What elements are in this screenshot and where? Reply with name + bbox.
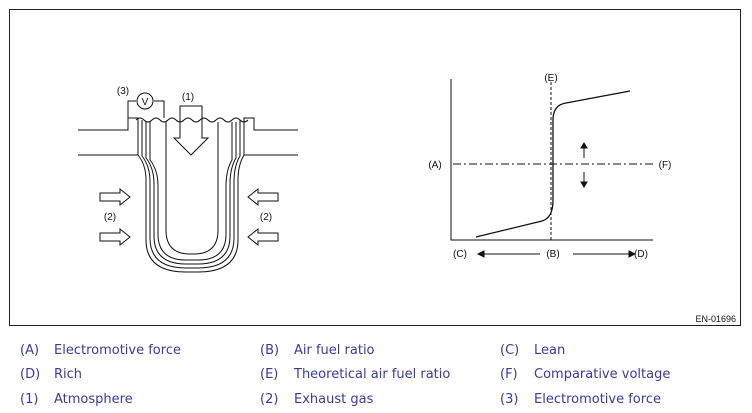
- legend-table: (A) Electromotive force (B) Air fuel rat…: [20, 338, 740, 412]
- legend-text: Electromotive force: [54, 342, 181, 358]
- legend-code: (3): [500, 391, 519, 407]
- callout-1: (1): [182, 92, 194, 103]
- legend-row: (D) Rich (E) Theoretical air fuel ratio …: [20, 363, 740, 388]
- y-axis: [450, 79, 653, 241]
- diagram-frame: V (3) (1) (2) (2) (E) (A) (F): [9, 9, 741, 326]
- label-A: (A): [428, 160, 441, 171]
- legend-code: (B): [260, 342, 280, 358]
- legend-text: Theoretical air fuel ratio: [294, 367, 451, 383]
- diagram-canvas: V (3) (1) (2) (2) (E) (A) (F): [78, 73, 672, 273]
- callout-3: (3): [117, 86, 129, 97]
- legend-text: Electromotive force: [534, 391, 661, 407]
- legend-item: (B) Air fuel ratio: [260, 343, 500, 358]
- legend-row: (A) Electromotive force (B) Air fuel rat…: [20, 338, 740, 363]
- label-B: (B): [546, 249, 559, 260]
- voltmeter-symbol: V: [142, 97, 149, 108]
- legend-item: (E) Theoretical air fuel ratio: [260, 367, 500, 382]
- legend-text: Atmosphere: [54, 391, 133, 407]
- legend-text: Comparative voltage: [534, 367, 671, 383]
- label-E: (E): [544, 73, 557, 84]
- legend-item: (3) Electromotive force: [500, 392, 740, 407]
- legend-text: Air fuel ratio: [294, 342, 375, 358]
- callout-2-right: (2): [260, 212, 272, 223]
- output-characteristic-graph: [450, 79, 655, 258]
- oxygen-sensor-illustration: [78, 92, 298, 273]
- legend-text: Lean: [534, 342, 566, 358]
- legend-text: Exhaust gas: [294, 391, 374, 407]
- label-D: (D): [634, 249, 648, 260]
- legend-item: (1) Atmosphere: [20, 392, 260, 407]
- legend-code: (D): [20, 367, 41, 383]
- legend-item: (F) Comparative voltage: [500, 367, 740, 382]
- legend-item: (A) Electromotive force: [20, 343, 260, 358]
- legend-code: (2): [260, 391, 279, 407]
- legend-code: (C): [500, 342, 520, 358]
- legend-code: (1): [20, 391, 39, 407]
- legend-item: (C) Lean: [500, 343, 740, 358]
- legend-code: (F): [500, 367, 518, 383]
- legend-row: (1) Atmosphere (2) Exhaust gas (3) Elect…: [20, 387, 740, 412]
- legend-item: (D) Rich: [20, 367, 260, 382]
- output-curve: [475, 90, 631, 238]
- legend-code: (A): [20, 342, 40, 358]
- legend-text: Rich: [54, 367, 83, 383]
- callout-2-left: (2): [104, 212, 116, 223]
- figure-id: EN-01696: [695, 314, 736, 324]
- legend-item: (2) Exhaust gas: [260, 392, 500, 407]
- legend-code: (E): [260, 367, 279, 383]
- label-C: (C): [453, 249, 467, 260]
- label-F: (F): [659, 160, 672, 171]
